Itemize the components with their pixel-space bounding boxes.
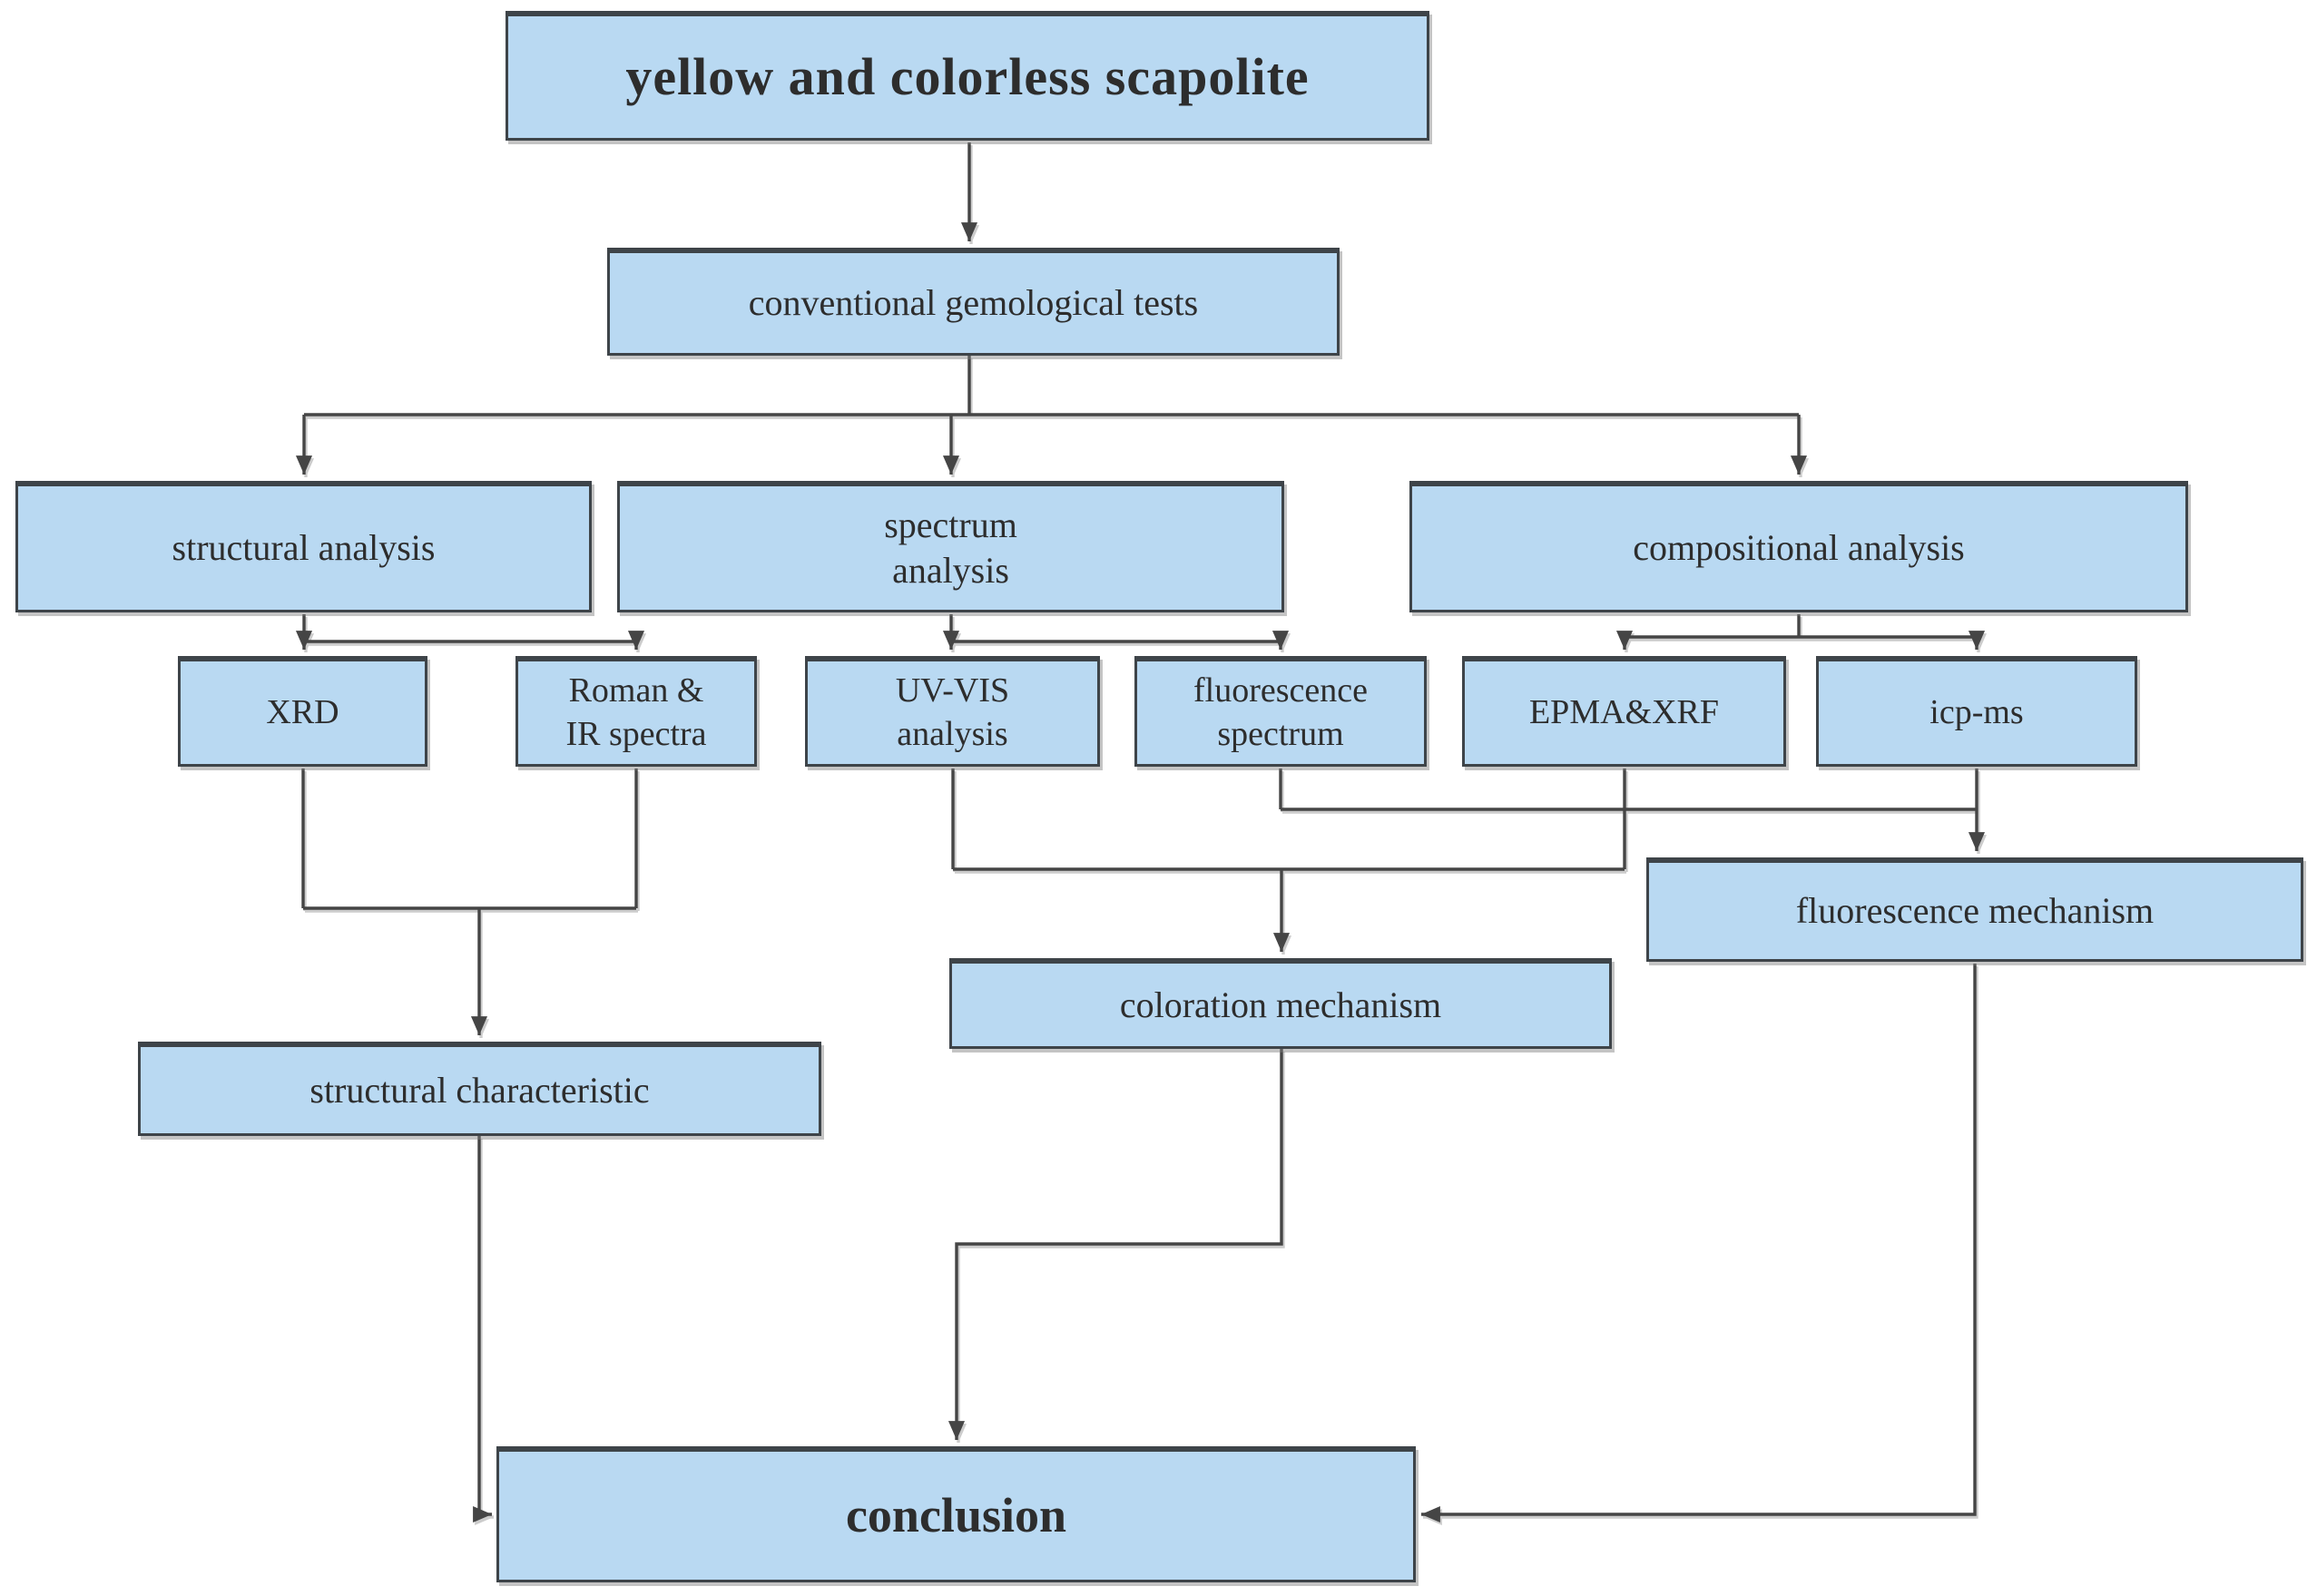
node-xrd: XRD <box>178 656 427 767</box>
node-conventional-gemological-tests: conventional gemological tests <box>607 248 1340 356</box>
node-compositional-analysis: compositional analysis <box>1409 481 2188 612</box>
node-epma-xrf: EPMA&XRF <box>1462 656 1786 767</box>
node-coloration-mechanism: coloration mechanism <box>949 958 1612 1049</box>
connector-fluormech-to-conclusion <box>1421 964 1977 1523</box>
node-structural-characteristic: structural characteristic <box>138 1042 821 1136</box>
node-roman-ir-spectra: Roman & IR spectra <box>515 656 757 767</box>
node-spectrum-analysis: spectrum analysis <box>617 481 1284 612</box>
node-fluorescence-spectrum: fluorescence spectrum <box>1134 656 1427 767</box>
connector-characteristic-to-conclusion <box>473 1136 492 1523</box>
node-structural-analysis: structural analysis <box>15 481 592 612</box>
node-icp-ms: icp-ms <box>1816 656 2137 767</box>
node-title: yellow and colorless scapolite <box>506 11 1429 141</box>
node-fluorescence-mechanism: fluorescence mechanism <box>1646 857 2303 962</box>
connector-coloration-to-conclusion <box>947 1049 1283 1440</box>
node-uv-vis-analysis: UV-VIS analysis <box>805 656 1100 767</box>
node-conclusion: conclusion <box>496 1446 1416 1582</box>
